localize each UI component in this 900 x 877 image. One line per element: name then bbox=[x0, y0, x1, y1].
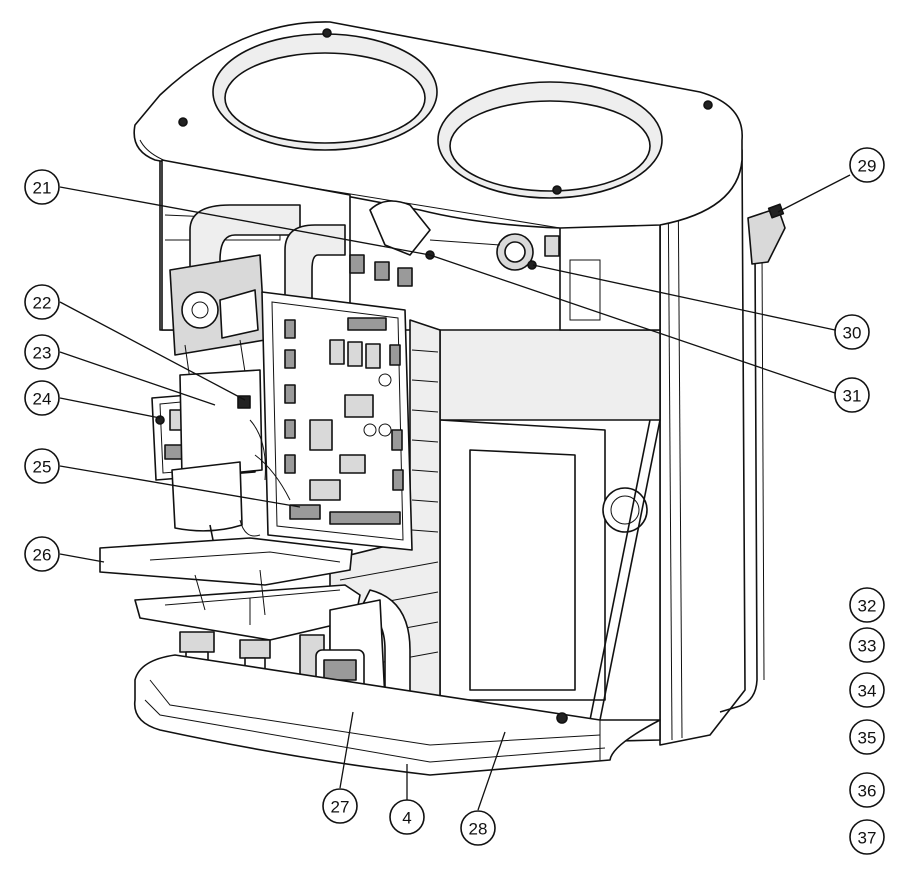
callout-label: 27 bbox=[331, 798, 350, 817]
callout-37: 37 bbox=[849, 819, 885, 855]
callout-circle bbox=[24, 380, 60, 416]
callout-circle bbox=[24, 169, 60, 205]
callout-label: 29 bbox=[858, 157, 877, 176]
leader-29 bbox=[777, 174, 851, 213]
cover-tray bbox=[99, 537, 361, 641]
valve-assembly bbox=[349, 200, 560, 287]
callout-circle bbox=[849, 147, 885, 183]
callout-31: 31 bbox=[834, 377, 870, 413]
callout-29: 29 bbox=[849, 147, 885, 183]
leader-lines bbox=[59, 174, 851, 811]
leader-25 bbox=[59, 465, 301, 508]
callout-36: 36 bbox=[849, 772, 885, 808]
callout-circle bbox=[849, 819, 885, 855]
callout-label: 36 bbox=[858, 782, 877, 801]
callout-label: 34 bbox=[858, 682, 877, 701]
leader-24 bbox=[59, 397, 161, 419]
callout-label: 26 bbox=[33, 546, 52, 565]
callout-circle bbox=[24, 334, 60, 370]
callout-label: 35 bbox=[858, 729, 877, 748]
callout-circle bbox=[849, 719, 885, 755]
callout-label: 23 bbox=[33, 344, 52, 363]
callout-label: 30 bbox=[843, 324, 862, 343]
callouts: 21 22 23 24 25 26 27 4 28 29 30 31 32 33 34 35 36 37 bbox=[24, 147, 885, 855]
power-plug bbox=[719, 203, 786, 713]
callout-circle bbox=[834, 314, 870, 350]
callout-label: 28 bbox=[469, 820, 488, 839]
callout-circle bbox=[24, 536, 60, 572]
callout-25: 25 bbox=[24, 448, 60, 484]
callout-label: 4 bbox=[402, 809, 411, 828]
base-frame bbox=[133, 654, 661, 776]
pump bbox=[169, 254, 266, 381]
callout-label: 33 bbox=[858, 637, 877, 656]
callout-35: 35 bbox=[849, 719, 885, 755]
callout-label: 21 bbox=[33, 179, 52, 198]
callout-23: 23 bbox=[24, 334, 60, 370]
callout-4: 4 bbox=[389, 799, 425, 835]
callout-circle bbox=[849, 672, 885, 708]
callout-27: 27 bbox=[322, 788, 358, 824]
callout-32: 32 bbox=[849, 587, 885, 623]
callout-circle bbox=[24, 284, 60, 320]
callout-30: 30 bbox=[834, 314, 870, 350]
callout-label: 32 bbox=[858, 597, 877, 616]
callout-circle bbox=[460, 810, 496, 846]
leader-27 bbox=[339, 711, 354, 789]
callout-21: 21 bbox=[24, 169, 60, 205]
callout-circle bbox=[389, 799, 425, 835]
leader-21 bbox=[59, 186, 431, 256]
callout-circle bbox=[849, 587, 885, 623]
callout-circle bbox=[834, 377, 870, 413]
main-control-board bbox=[261, 291, 413, 551]
callout-circle bbox=[849, 772, 885, 808]
leader-22 bbox=[59, 301, 246, 401]
callout-circle bbox=[322, 788, 358, 824]
leader-30 bbox=[532, 264, 836, 331]
leader-28 bbox=[477, 731, 506, 811]
callout-24: 24 bbox=[24, 380, 60, 416]
heat-pump-unit bbox=[99, 21, 786, 776]
callout-circle bbox=[849, 627, 885, 663]
callout-34: 34 bbox=[849, 672, 885, 708]
callout-33: 33 bbox=[849, 627, 885, 663]
callout-label: 22 bbox=[33, 294, 52, 313]
leader-23 bbox=[59, 351, 216, 406]
callout-26: 26 bbox=[24, 536, 60, 572]
leader-26 bbox=[59, 553, 105, 563]
callout-label: 37 bbox=[858, 829, 877, 848]
callout-28: 28 bbox=[460, 810, 496, 846]
callout-circle bbox=[24, 448, 60, 484]
leader-31 bbox=[429, 254, 836, 394]
callout-label: 31 bbox=[843, 387, 862, 406]
callout-label: 24 bbox=[33, 390, 52, 409]
callout-label: 25 bbox=[33, 458, 52, 477]
callout-22: 22 bbox=[24, 284, 60, 320]
